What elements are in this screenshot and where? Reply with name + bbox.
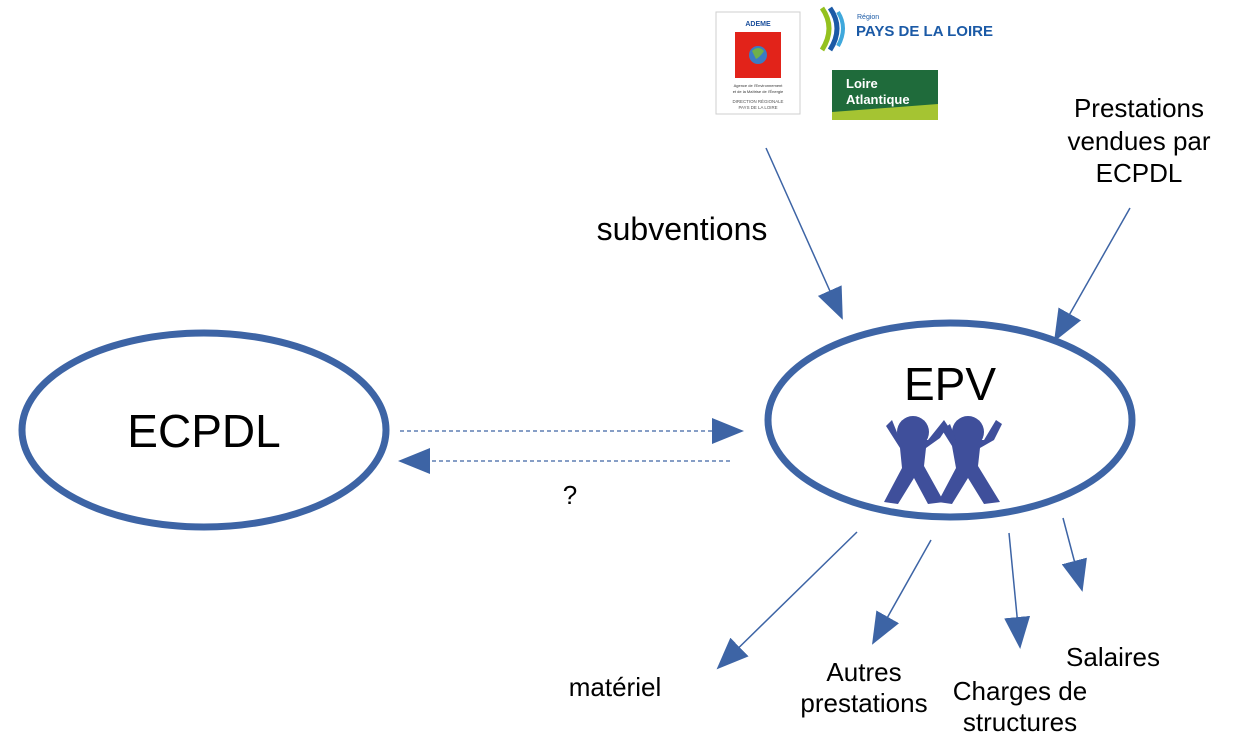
structure-costs-label: Charges de structures [952,676,1088,738]
pays-de-la-loire-logo: Région PAYS DE LA LOIRE [819,6,993,52]
svg-text:PAYS DE LA LOIRE: PAYS DE LA LOIRE [738,105,777,110]
svg-text:DIRECTION RÉGIONALE: DIRECTION RÉGIONALE [733,99,784,104]
region-small-label: Région [857,14,879,21]
svg-text:Agence de l'Environnement: Agence de l'Environnement [734,83,784,88]
arrow-services-sold [1054,207,1131,342]
svg-text:Atlantique: Atlantique [846,92,910,107]
arrow-other-services [872,539,932,645]
svg-text:et de la Maîtrise de l'Énergie: et de la Maîtrise de l'Énergie [733,89,784,94]
people-icon [884,416,1002,504]
services-sold-label: Prestations vendues par ECPDL [1067,93,1211,188]
epv-label: EPV [903,358,997,410]
arrow-structure-costs [1004,532,1031,649]
salaries-label: Salaires [1066,642,1160,672]
other-services-label: Autres prestations [800,657,928,719]
svg-text:Loire: Loire [846,76,878,91]
equipment-label: matériel [568,672,662,702]
ecpdl-label: ECPDL [127,405,281,457]
arrow-salaries [1061,517,1087,592]
subsidies-label: subventions [596,211,768,247]
epv-node [764,319,1136,521]
question-label: ? [562,480,578,510]
arrow-subsidies [765,147,843,320]
ademe-logo: ADEME Agence de l'Environnement et de la… [715,11,801,115]
arrow-equipment [716,531,858,670]
loire-atlantique-logo: Loire Atlantique [832,70,938,120]
ademe-title: ADEME [745,21,771,28]
ecpdl-node [18,329,390,531]
region-name-label: PAYS DE LA LOIRE [856,23,993,40]
